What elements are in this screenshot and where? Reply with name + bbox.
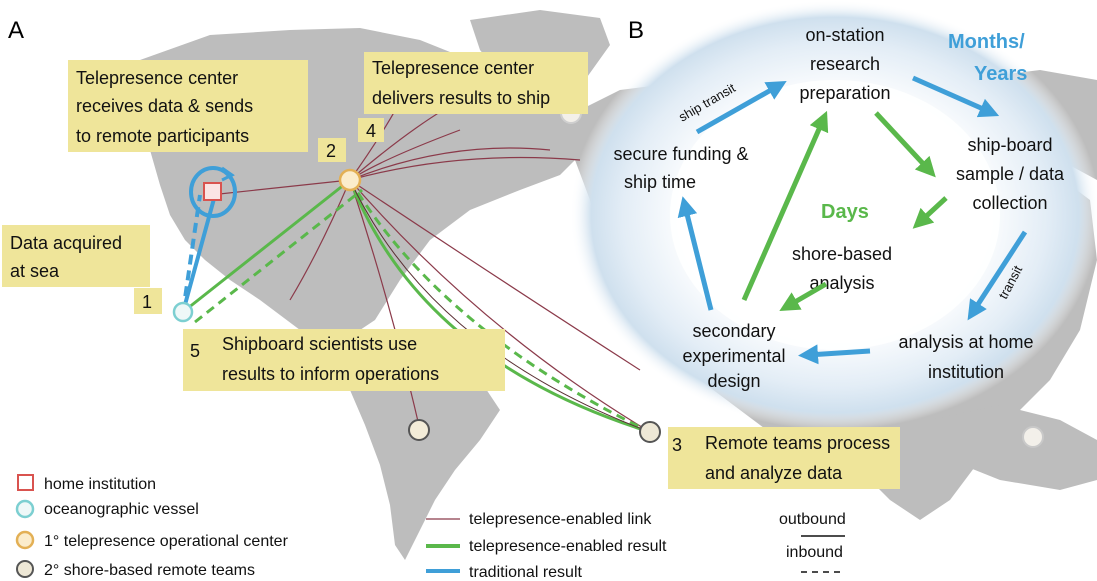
svg-text:telepresence-enabled link: telepresence-enabled link bbox=[469, 511, 652, 528]
svg-text:1° telepresence operational ce: 1° telepresence operational center bbox=[44, 533, 289, 550]
operational-center-node bbox=[338, 168, 362, 192]
svg-text:institution: institution bbox=[928, 362, 1004, 382]
svg-text:to remote participants: to remote participants bbox=[76, 126, 249, 146]
svg-text:Remote teams process: Remote teams process bbox=[705, 433, 890, 453]
svg-text:4: 4 bbox=[366, 121, 376, 141]
australia-land bbox=[930, 405, 1097, 490]
telepresence-cycle-arrows bbox=[741, 110, 948, 312]
svg-text:collection: collection bbox=[972, 193, 1047, 213]
traditional-cycle-arrows bbox=[677, 75, 1028, 365]
svg-text:Telepresence center: Telepresence center bbox=[372, 58, 534, 78]
node-onstation: on-station research preparation bbox=[799, 25, 890, 103]
svg-text:inbound: inbound bbox=[786, 544, 843, 561]
legend-symbols: home institution oceanographic vessel 1°… bbox=[15, 474, 289, 579]
node-shipboard: ship-board sample / data collection bbox=[956, 135, 1065, 213]
svg-text:ship-board: ship-board bbox=[967, 135, 1052, 155]
svg-text:and analyze data: and analyze data bbox=[705, 463, 843, 483]
svg-text:ship time: ship time bbox=[624, 172, 696, 192]
legend-lines: telepresence-enabled link telepresence-e… bbox=[426, 511, 667, 581]
svg-text:design: design bbox=[707, 371, 760, 391]
svg-text:analysis at home: analysis at home bbox=[898, 332, 1033, 352]
svg-text:Shipboard scientists use: Shipboard scientists use bbox=[222, 334, 417, 354]
svg-text:experimental: experimental bbox=[682, 346, 785, 366]
step-2-label: Telepresence center receives data & send… bbox=[68, 60, 308, 152]
svg-text:Telepresence center: Telepresence center bbox=[76, 68, 238, 88]
svg-text:Data acquired: Data acquired bbox=[10, 233, 122, 253]
scale-months-years-line1: Months/ bbox=[948, 31, 1025, 53]
step-3-label: 3 Remote teams process and analyze data bbox=[668, 427, 900, 489]
svg-text:at sea: at sea bbox=[10, 261, 60, 281]
node-home-analysis: analysis at home institution bbox=[898, 332, 1033, 382]
node-secondary-design: secondary experimental design bbox=[682, 321, 785, 391]
svg-text:delivers results to ship: delivers results to ship bbox=[372, 88, 550, 108]
svg-text:preparation: preparation bbox=[799, 83, 890, 103]
legend-center-swatch bbox=[15, 530, 35, 550]
svg-text:receives data & sends: receives data & sends bbox=[76, 96, 253, 116]
telepresence-links bbox=[209, 59, 651, 433]
node-funding: secure funding & ship time bbox=[613, 144, 748, 192]
svg-text:shore-based: shore-based bbox=[792, 244, 892, 264]
link-to-team-3 bbox=[349, 179, 651, 433]
legend-vessel-swatch bbox=[15, 499, 35, 519]
panel-b-letter: B bbox=[628, 17, 644, 44]
svg-text:2: 2 bbox=[326, 141, 336, 161]
step-1-label: Data acquired at sea bbox=[2, 225, 150, 287]
node-shore-analysis: shore-based analysis bbox=[792, 244, 892, 293]
home-institution-marker bbox=[189, 166, 237, 218]
legend-remote-team-swatch bbox=[16, 560, 34, 578]
svg-text:analysis: analysis bbox=[809, 273, 874, 293]
svg-text:2° shore-based remote teams: 2° shore-based remote teams bbox=[44, 562, 255, 579]
vessel-node bbox=[172, 301, 194, 323]
step-2-number: 2 bbox=[318, 138, 346, 162]
step-4-label: Telepresence center delivers results to … bbox=[364, 52, 588, 114]
svg-text:oceanographic vessel: oceanographic vessel bbox=[44, 501, 199, 518]
south-america-land bbox=[345, 340, 500, 560]
panel-a-letter: A bbox=[8, 17, 24, 44]
svg-text:5: 5 bbox=[190, 341, 200, 361]
step-4-number: 4 bbox=[358, 118, 384, 142]
svg-text:secondary: secondary bbox=[692, 321, 775, 341]
step-5-label: 5 Shipboard scientists use results to in… bbox=[183, 329, 505, 391]
svg-text:secure funding &: secure funding & bbox=[613, 144, 748, 164]
step-1-number: 1 bbox=[134, 288, 162, 314]
remote-team-node-south-america bbox=[408, 419, 430, 441]
svg-text:sample / data: sample / data bbox=[956, 164, 1065, 184]
svg-text:3: 3 bbox=[672, 435, 682, 455]
remote-team-node-east bbox=[1022, 426, 1044, 448]
svg-text:results to inform operations: results to inform operations bbox=[222, 364, 439, 384]
scale-days: Days bbox=[821, 201, 869, 223]
svg-text:1: 1 bbox=[142, 292, 152, 312]
scale-months-years-line2: Years bbox=[974, 63, 1027, 85]
svg-text:outbound: outbound bbox=[779, 511, 846, 528]
svg-text:traditional result: traditional result bbox=[469, 564, 583, 581]
svg-text:telepresence-enabled result: telepresence-enabled result bbox=[469, 538, 667, 555]
legend-home-institution-swatch bbox=[17, 474, 34, 491]
svg-text:home institution: home institution bbox=[44, 476, 156, 493]
svg-text:research: research bbox=[810, 54, 880, 74]
remote-team-node-3 bbox=[639, 421, 661, 443]
svg-text:on-station: on-station bbox=[805, 25, 884, 45]
legend-direction: outbound inbound bbox=[779, 511, 846, 573]
